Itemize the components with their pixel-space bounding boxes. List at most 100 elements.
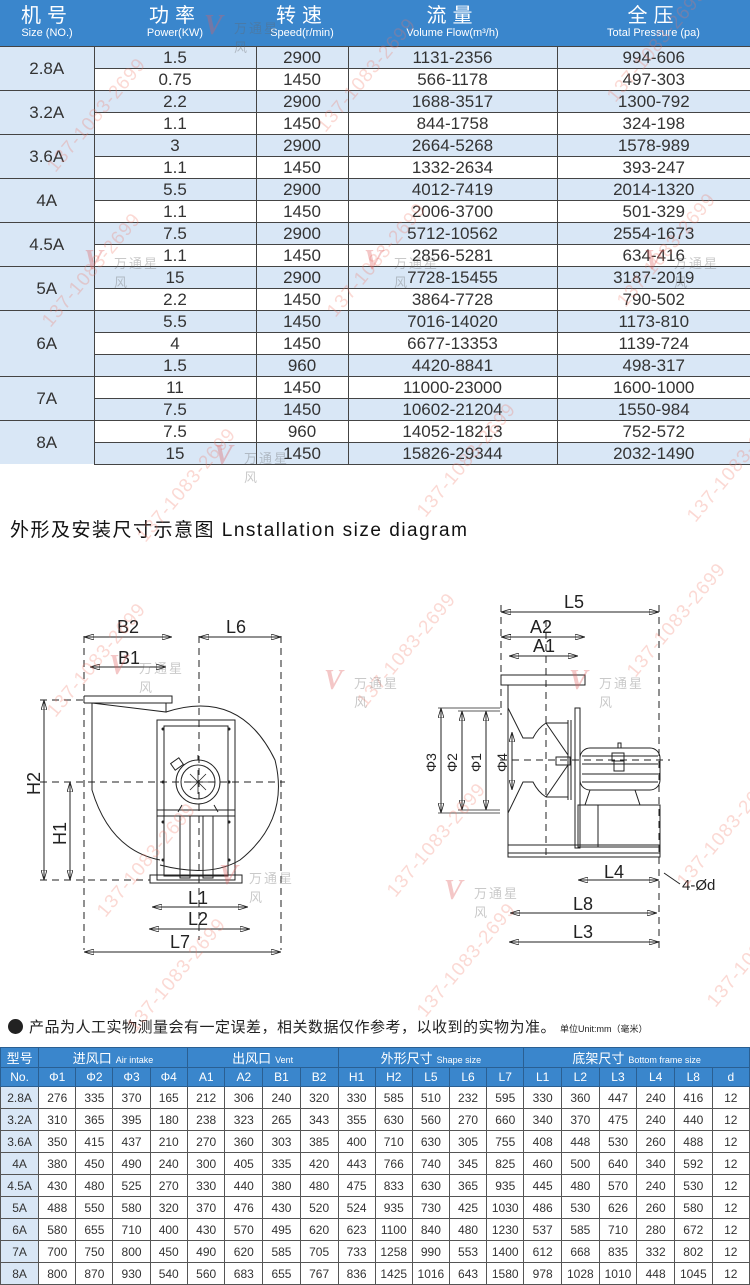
value-cell: 520 [299,1196,339,1219]
size-cell: 3.6A [0,133,94,178]
diagram-title: 外形及安装尺寸示意图 Lnstallation size diagram [10,520,469,541]
value-cell: 212 [186,1086,226,1109]
value-cell: 530 [673,1174,713,1197]
value-cell: 323 [224,1108,264,1131]
value-cell: 303 [262,1130,301,1153]
value-cell: 270 [186,1130,226,1153]
column-header: Φ1 [38,1067,77,1087]
value-cell: 400 [337,1130,376,1153]
value-cell: 300 [186,1152,226,1175]
label-B1: B1 [118,648,140,668]
column-header: A2 [224,1067,264,1087]
value-cell: 1580 [486,1262,525,1285]
value-cell: 380 [262,1174,301,1197]
label-A2: A2 [530,617,552,637]
front-view-labels: B2 B1 L6 H2 H1 L1 L2 L7 [24,617,246,952]
value-cell: 425 [448,1196,488,1219]
power-cell: 1.1 [93,199,256,222]
label-phi3: Φ3 [423,753,439,772]
value-cell: 165 [149,1086,188,1109]
group-header-label: 外形尺寸 [380,1051,433,1066]
value-cell: 320 [149,1196,188,1219]
speed-cell: 1450 [255,155,348,178]
flow-cell: 2856-5281 [347,243,557,266]
label-L7: L7 [170,932,190,952]
value-cell: 1028 [561,1262,600,1285]
value-cell: 276 [38,1086,77,1109]
value-cell: 460 [523,1152,562,1175]
value-cell: 870 [75,1262,114,1285]
model-cell: 3.2A [0,1108,40,1131]
unit-label: 单位Unit:mm（毫米） [560,1024,648,1034]
value-cell: 570 [224,1218,264,1241]
value-cell: 1010 [598,1262,638,1285]
value-cell: 365 [75,1108,114,1131]
value-cell: 488 [673,1130,713,1153]
pressure-cell: 2032-1490 [556,441,750,465]
group-header-sub: Bottom frame size [628,1055,701,1065]
power-cell: 1.1 [93,155,256,178]
power-cell: 15 [93,441,256,465]
value-cell: 1100 [374,1218,413,1241]
value-cell: 550 [75,1196,114,1219]
front-view [40,636,285,952]
value-cell: 833 [374,1174,413,1197]
value-cell: 580 [38,1218,77,1241]
value-cell: 445 [523,1174,562,1197]
speed-cell: 1450 [255,331,348,354]
value-cell: 430 [38,1174,77,1197]
value-cell: 1400 [486,1240,525,1263]
speed-cell: 1450 [255,441,348,465]
value-cell: 730 [411,1196,450,1219]
power-cell: 3 [93,133,256,156]
disclaimer-note: 产品为人工实物测量会有一定误差，相关数据仅作参考，以收到的实物为准。单位Unit… [8,1016,648,1037]
value-cell: 655 [75,1218,114,1241]
value-cell: 978 [523,1262,562,1285]
power-cell: 1.1 [93,243,256,266]
pressure-cell: 1139-724 [556,331,750,354]
flow-cell: 4420-8841 [347,353,557,376]
value-cell: 476 [224,1196,264,1219]
power-cell: 1.5 [93,45,256,68]
size-cell: 4A [0,177,94,222]
value-cell: 640 [598,1152,638,1175]
value-cell: 495 [262,1218,301,1241]
column-header: L4 [636,1067,675,1087]
group-header: 型号 [0,1047,40,1068]
value-cell: 415 [75,1130,114,1153]
value-cell: 447 [598,1086,638,1109]
column-header: Φ2 [75,1067,114,1087]
group-header-label: 型号 [6,1051,33,1066]
value-cell: 1258 [374,1240,413,1263]
speed-cell: 2900 [255,265,348,288]
pressure-cell: 324-198 [556,111,750,134]
value-cell: 630 [411,1174,450,1197]
value-cell: 395 [112,1108,151,1131]
value-cell: 540 [149,1262,188,1285]
value-cell: 270 [149,1174,188,1197]
value-cell: 405 [224,1152,264,1175]
label-L5: L5 [564,592,584,612]
value-cell: 643 [448,1262,488,1285]
value-cell: 755 [486,1130,525,1153]
value-cell: 1016 [411,1262,450,1285]
label-phi1: Φ1 [468,753,484,772]
flow-cell: 7728-15455 [347,265,557,288]
value-cell: 585 [561,1218,600,1241]
power-cell: 11 [93,375,256,398]
value-cell: 180 [149,1108,188,1131]
pressure-cell: 3187-2019 [556,265,750,288]
value-cell: 488 [38,1196,77,1219]
column-header: B2 [299,1067,339,1087]
value-cell: 12 [711,1196,750,1219]
speed-cell: 2900 [255,45,348,68]
